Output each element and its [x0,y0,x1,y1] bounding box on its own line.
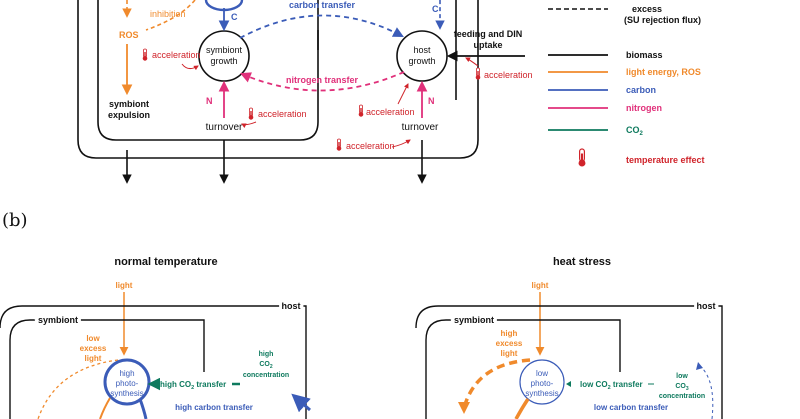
legend-label-excess-2: (SU rejection flux) [624,15,701,25]
heat-excess-l2: excess [496,339,523,348]
heat-symbiont-border [425,319,621,419]
heat-circle-l3: synthesis [525,389,558,398]
thermometer-icon [336,138,342,152]
host-compartment-border [77,0,479,159]
ros-inhibition-path [145,0,196,31]
carbon-c-right: C [432,4,439,14]
legend-label-biomass: biomass [626,50,663,60]
normal-circle-l2: photo- [116,379,139,388]
heat-excess-light-arrow [462,358,531,409]
heat-circle-l2: photo- [531,379,554,388]
thermometer-icon [358,104,364,118]
feeding-label-2: uptake [473,40,502,50]
thermometer-icon [248,107,254,121]
normal-carbon-transfer: high carbon transfer [175,403,253,412]
legend-label-carbon: carbon [626,85,656,95]
carbon-transfer-arrow [239,14,404,39]
heat-carbon-transfer: low carbon transfer [594,403,668,412]
symbiont-expulsion-label-2: expulsion [108,110,150,120]
normal-symbiont-border [9,319,205,419]
nitrogen-n-left: N [206,96,213,106]
normal-circle-l1: high [119,369,134,378]
thermometer-icon [475,67,481,81]
heat-host-label: host [697,301,716,311]
normal-carbon-out [138,398,148,419]
nitrogen-transfer-label: nitrogen transfer [286,75,359,85]
turnover-label-host: turnover [402,122,439,133]
inhibition-label: inhibition [150,9,186,19]
heat-excess-l3: light [501,349,518,358]
normal-excess-l3: light [85,354,102,363]
symbiont-growth-label-1: symbiont [206,45,243,55]
heat-symbiont-label: symbiont [454,315,494,325]
turnover-label-symbiont: turnover [206,122,243,133]
host-growth-label-2: growth [408,56,435,66]
normal-orange-out [99,397,111,419]
heat-co2-conc-l2: CO3 [675,383,689,392]
normal-host-label: host [282,301,301,311]
normal-light-label: light [116,281,133,290]
normal-host-border [0,305,307,419]
normal-title: normal temperature [114,256,217,268]
normal-co2-arrowhead [150,379,158,389]
normal-co2-transfer: high CO2 transfer [160,380,226,391]
acceleration-label-turnover: acceleration [258,109,307,119]
panel-b-letter: (b) [2,210,28,231]
acceleration-label-host-1: acceleration [366,107,415,117]
normal-co2-conc-l2: CO2 [259,361,273,370]
nitrogen-transfer-arrow [240,71,405,92]
symbiont-compartment-border [97,0,319,141]
carbon-transfer-label: carbon transfer [289,0,356,10]
acceleration-arrow-host-2 [391,139,411,148]
legend-label-nitrogen: nitrogen [626,103,662,113]
symbiont-expulsion-label-1: symbiont [109,99,149,109]
legend-label-excess: excess [632,4,662,14]
ros-label: ROS [119,30,139,40]
heat-title: heat stress [553,256,611,268]
heat-excess-arrowhead [458,402,470,414]
legend: excess (SU rejection flux) biomass light… [548,4,705,168]
panel-a: symbiont growth host growth C C carbon t… [77,0,533,184]
heat-excess-l1: high [501,329,518,338]
legend-label-light: light energy, ROS [626,67,701,77]
acceleration-arrow-host-1 [397,83,409,105]
heat-light-label: light [532,281,549,290]
normal-co2-conc-l3: concentration [243,372,289,379]
panel-b-normal: normal temperature light host symbiont l… [0,256,311,419]
acceleration-arrow-feeding [465,57,479,67]
host-growth-label-1: host [413,45,431,55]
heat-circle-l1: low [536,369,548,378]
acceleration-label-symbiont: acceleration [152,50,201,60]
normal-co2-conc-l1: high [259,351,274,358]
feeding-label-1: feeding and DIN [454,29,523,39]
carbon-c-left: C [231,12,238,22]
legend-label-co2: CO2 [626,125,644,137]
normal-carbon-return-arrow [291,393,311,413]
acceleration-arrow-symbiont [181,63,199,71]
heat-co2-arrowhead [566,381,571,387]
legend-label-temperature: temperature effect [626,155,705,165]
heat-carbon-return-arrowhead [696,362,703,370]
heat-orange-out [514,398,530,419]
nitrogen-n-right: N [428,96,435,106]
acceleration-label-feeding: acceleration [484,70,533,80]
panel-b-heat: heat stress light host symbiont high exc… [415,256,723,419]
normal-excess-light-arrow [37,359,119,419]
thermometer-icon [142,48,148,62]
acceleration-label-host-2: acceleration [346,141,395,151]
thermometer-icon [577,148,587,168]
heat-co2-conc-l1: low [676,373,688,380]
normal-symbiont-label: symbiont [38,315,78,325]
symbiont-growth-label-2: growth [210,56,237,66]
normal-excess-l2: excess [80,344,107,353]
heat-co2-transfer: low CO2 transfer [580,380,643,391]
heat-photosynthesis-circle [519,359,565,405]
normal-excess-l1: low [86,334,100,343]
heat-carbon-return-arrow [699,365,714,419]
heat-host-border [415,305,723,419]
acceleration-arrow-turnover [241,121,257,129]
heat-co2-conc-l3: concentration [659,393,705,400]
normal-circle-l3: synthesis [110,389,143,398]
